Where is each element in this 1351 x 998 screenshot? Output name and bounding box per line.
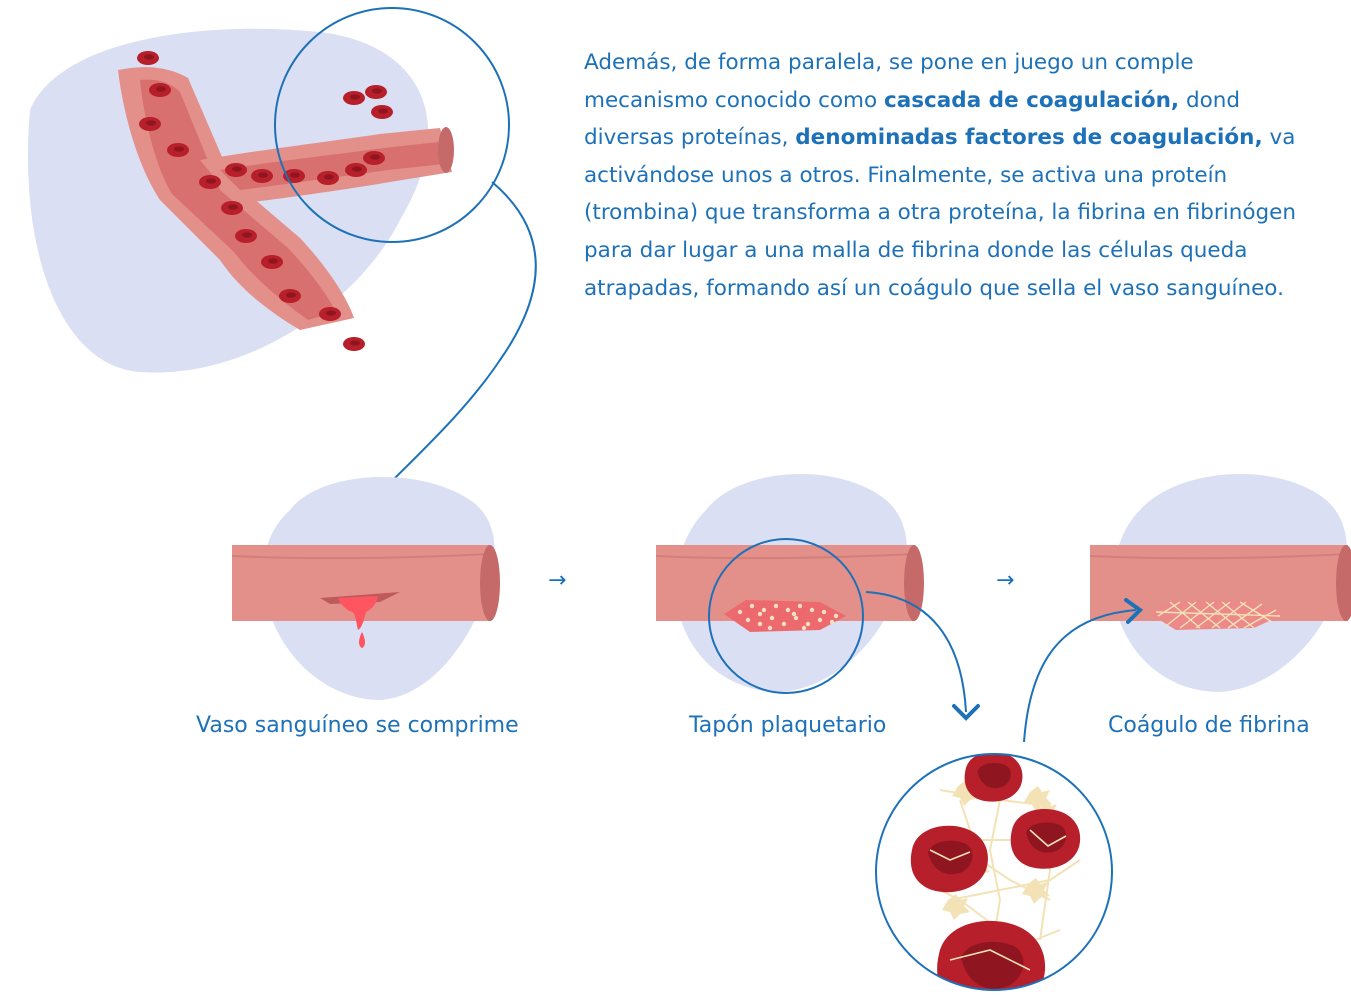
broken-vessel-illustration: [27, 7, 537, 523]
platelets: [737, 603, 839, 631]
paragraph-text: dond: [1179, 87, 1241, 113]
paragraph-line-5: (trombina) que transforma a otra proteín…: [584, 200, 1296, 226]
connector-arrow-1: [355, 181, 537, 519]
paragraph-line-3: diversas proteínas, denominadas factores…: [584, 119, 1351, 157]
fibrin-clot: [1150, 600, 1284, 630]
step-arrow-2: →: [996, 568, 1014, 593]
vessel-opening: [480, 545, 500, 621]
explanation-paragraph: Además, de forma paralela, se pone en ju…: [584, 44, 1351, 307]
paragraph-text: diversas proteínas,: [584, 125, 796, 151]
step1-vessel-illustration: [231, 477, 500, 700]
paragraph-line-1: Además, de forma paralela, se pone en ju…: [584, 50, 1194, 75]
paragraph-line-6: para dar lugar a una malla de fibrina do…: [584, 237, 1248, 263]
connector-arrow-2: [865, 591, 967, 713]
caption-step3: Coágulo de fibrina: [1108, 713, 1310, 738]
vessel-opening: [1336, 545, 1351, 621]
emphasis-cascada: cascada de coagulación,: [884, 87, 1180, 113]
step-arrow-1: →: [548, 568, 566, 593]
bleeding: [338, 596, 378, 630]
paragraph-line-2: mecanismo conocido como cascada de coagu…: [584, 82, 1351, 120]
vessel-lumen: [140, 79, 336, 321]
step3-vessel-illustration: [1023, 474, 1351, 743]
connector-arrow-3: [1023, 609, 1137, 743]
platelet-plug: [724, 600, 846, 632]
caption-step1: Vaso sanguíneo se comprime: [196, 713, 519, 738]
paragraph-line-4: activándose unos a otros. Finalmente, se…: [584, 162, 1228, 188]
step2-vessel-illustration: [655, 474, 980, 721]
fibrin-zoom-detail: [875, 753, 1113, 991]
fibrin-mesh: [1155, 601, 1281, 629]
zoom-circle-plug: [708, 538, 864, 694]
vessel-opening: [438, 127, 454, 173]
paragraph-text: va: [1262, 125, 1296, 151]
zoom-circle-fibrin: [875, 753, 1113, 991]
paragraph-text: mecanismo conocido como: [584, 87, 884, 113]
paragraph-line-7: atrapadas, formando así un coágulo que s…: [584, 275, 1284, 301]
emphasis-factores: denominadas factores de coagulación,: [795, 125, 1263, 151]
caption-step2: Tapón plaquetario: [689, 713, 887, 738]
zoom-circle-rupture: [274, 7, 510, 243]
